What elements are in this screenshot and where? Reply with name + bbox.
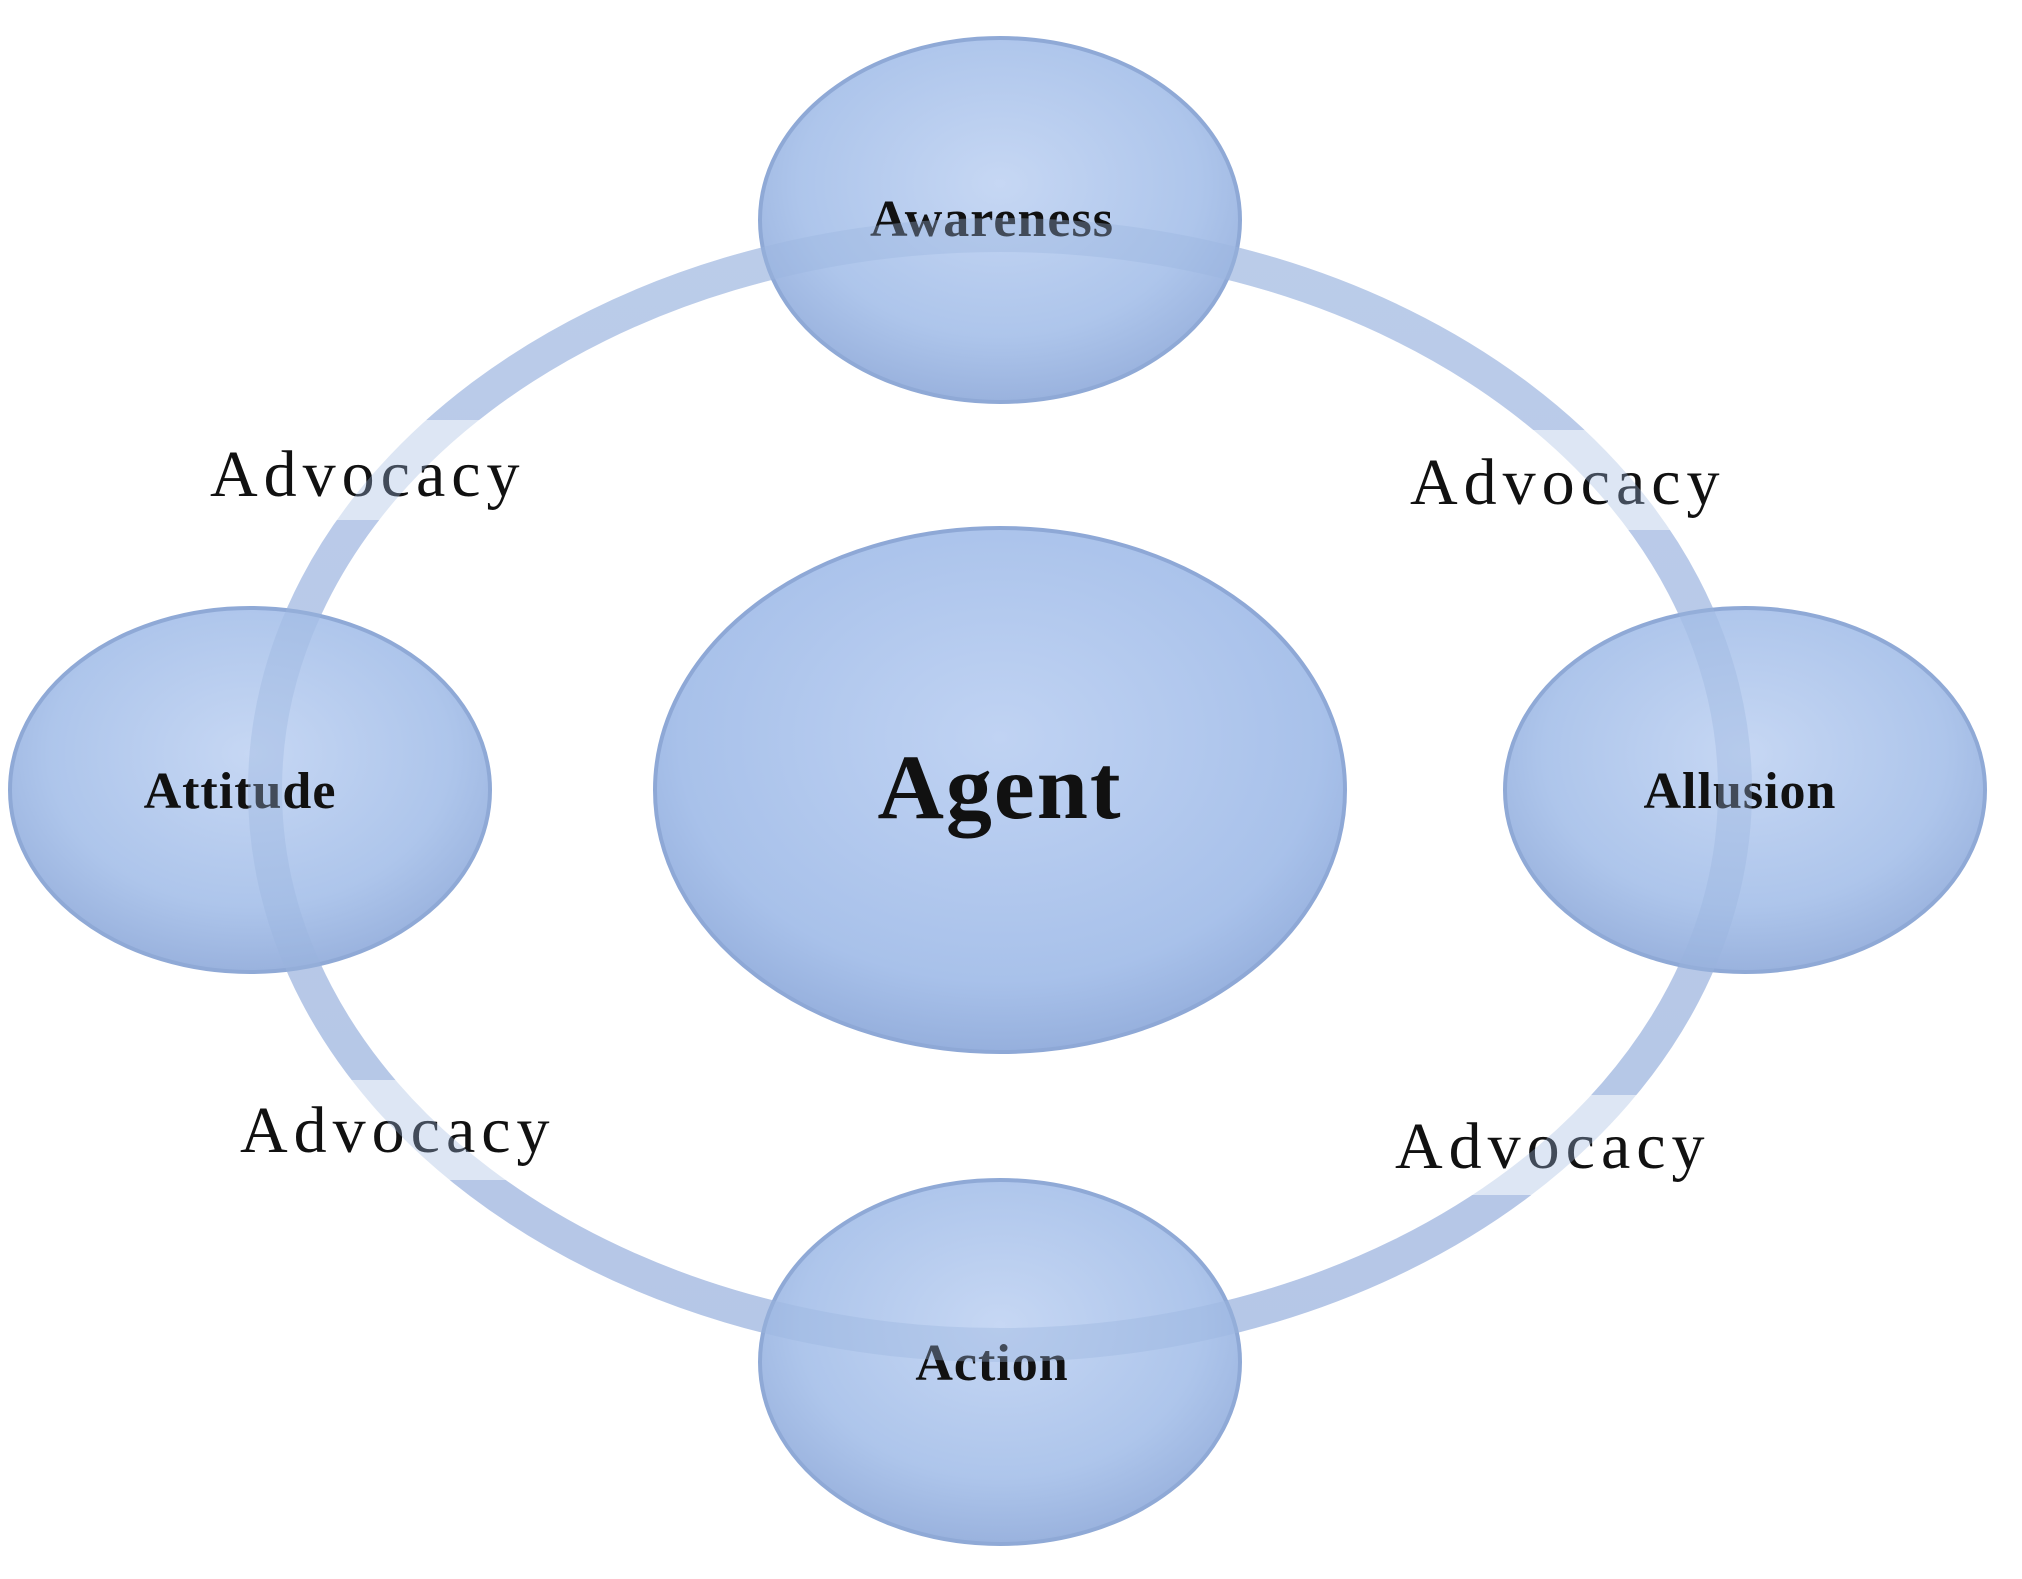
node-label: Allusion [1644,763,1837,820]
edge-label-allusion-action: Advocacy [1370,1095,1740,1195]
edge-label-awareness-allusion: Advocacy [1385,430,1755,530]
edge-label-text: Advocacy [240,1094,556,1167]
node-awareness: Awareness [758,36,1242,404]
node-allusion: Allusion [1503,606,1987,974]
node-action: Action [758,1178,1242,1546]
center-node-label: Agent [877,736,1122,838]
edge-label-text: Advocacy [1395,1110,1711,1183]
node-attitude: Attitude [8,606,492,974]
edge-label-action-attitude: Advocacy [200,1080,570,1180]
edge-label-attitude-awareness: Advocacy [170,420,540,520]
node-label: Awareness [870,191,1114,248]
node-label: Action [915,1335,1068,1392]
edge-label-text: Advocacy [1410,446,1726,519]
edge-label-text: Advocacy [210,438,526,511]
center-node-agent: Agent [653,526,1347,1054]
cycle-ring-overlay [248,218,1752,1362]
node-label: Attitude [144,763,337,820]
